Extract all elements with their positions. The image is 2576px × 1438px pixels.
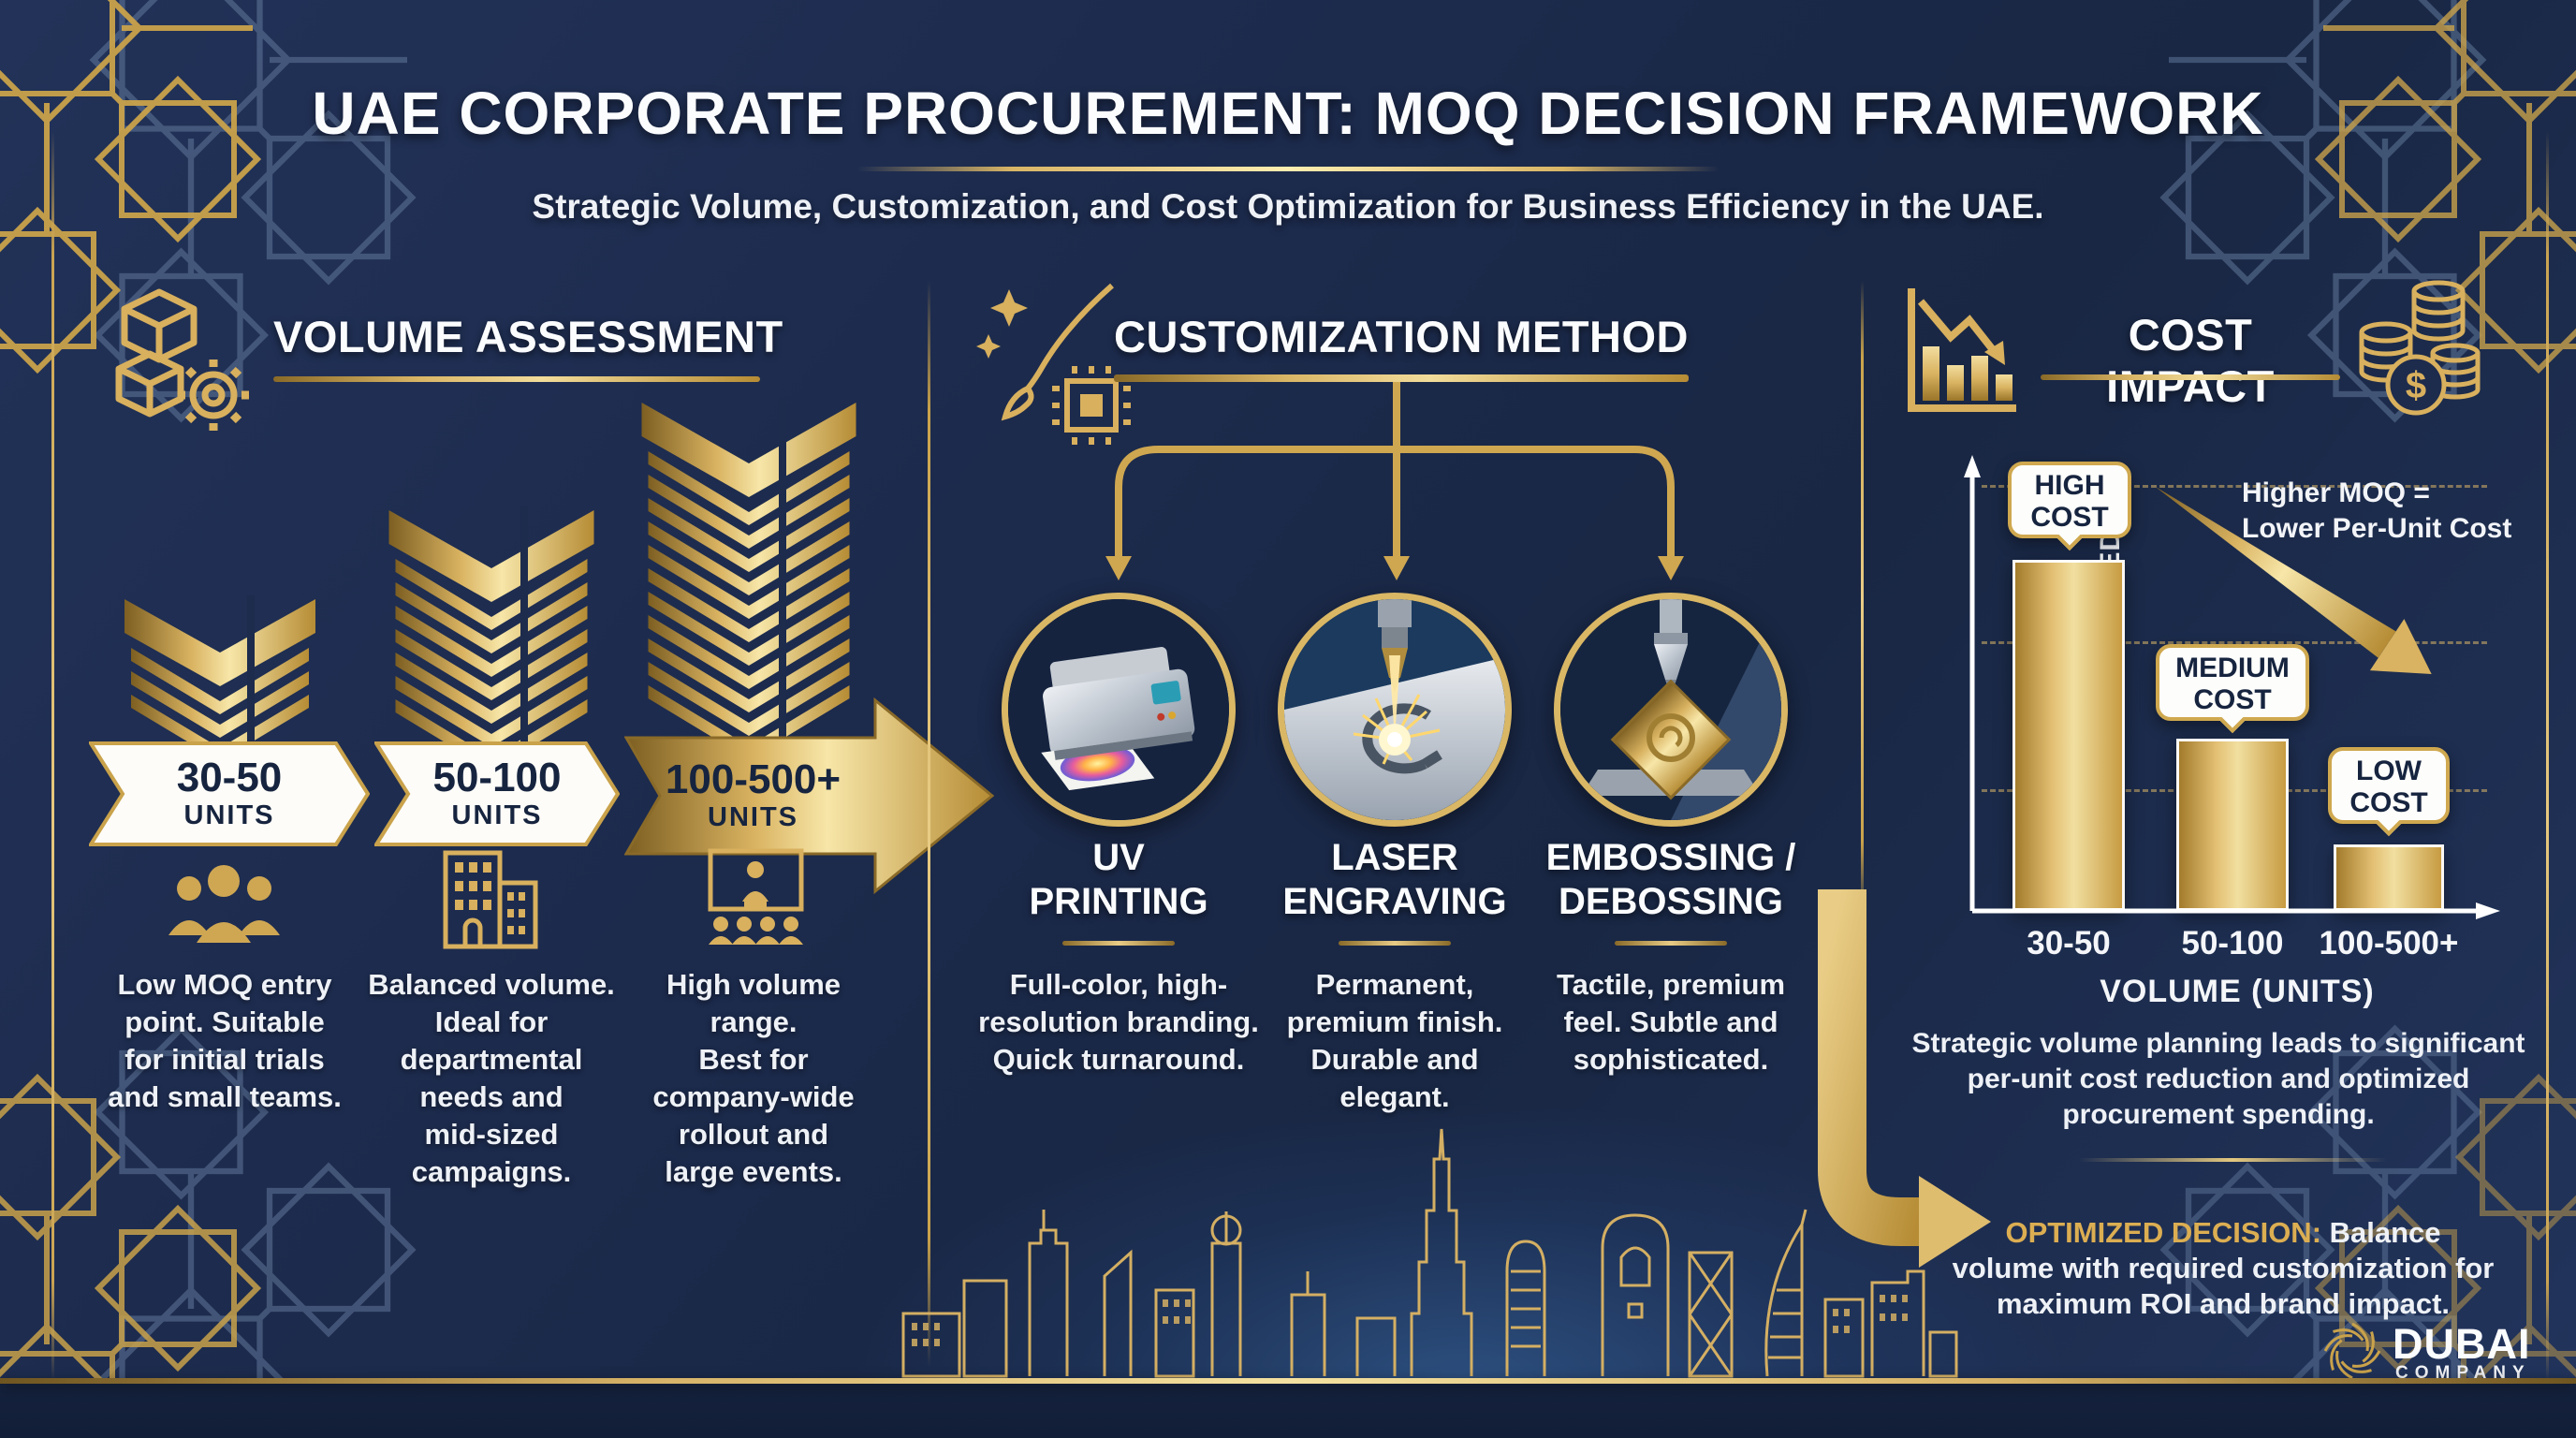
method-desc-uv: Full-color, high- resolution branding. Q… <box>978 968 1259 1076</box>
gridline-2 <box>1982 641 2487 644</box>
cost-chart: Higher MOQ = Lower Per-Unit Cost HIGH CO… <box>1961 448 2515 1065</box>
tier-range: 30-50 <box>176 755 283 801</box>
decision-label: OPTIMIZED DECISION: <box>2005 1216 2322 1249</box>
page-title: UAE CORPORATE PROCUREMENT: MOQ DECISION … <box>312 80 2264 147</box>
method-name-laser: LASER ENGRAVING <box>1282 837 1507 922</box>
low-cost-callout: LOW COST <box>2328 747 2450 837</box>
tier-range: 50-100 <box>432 755 562 801</box>
bar-30-50 <box>2012 560 2125 911</box>
footer-strip <box>0 1384 2576 1438</box>
tier-banner-30-50: 30-50 UNITS <box>87 741 371 846</box>
volume-underline <box>273 376 760 382</box>
decision-divider <box>2078 1158 2387 1162</box>
tier-banner-50-100: 50-100 UNITS <box>373 741 621 846</box>
embossing-press-icon <box>1560 599 1781 820</box>
tier-units: UNITS <box>708 801 798 832</box>
chart-annotation: Higher MOQ = Lower Per-Unit Cost <box>2242 477 2512 544</box>
customization-underline <box>1114 374 1689 382</box>
office-building-icon <box>443 850 538 949</box>
tier-units: UNITS <box>451 800 543 830</box>
volume-section-title: VOLUME ASSESSMENT <box>273 312 783 361</box>
method-desc-laser: Permanent, premium finish. Durable and e… <box>1286 968 1503 1113</box>
company-logo-swirl-icon <box>2323 1322 2381 1380</box>
method-name-embossing: EMBOSSING / DEBOSSING <box>1545 837 1796 922</box>
column-divider-1 <box>928 281 930 1367</box>
uv-printer-icon <box>1008 599 1229 820</box>
brand-name: DUBAI <box>2393 1320 2531 1368</box>
optimized-decision: OPTIMIZED DECISION: Balance volume with … <box>1891 1180 2555 1322</box>
tier-banner-100-500: 100-500+ UNITS <box>623 693 995 899</box>
frame-line-right <box>2546 131 2549 1381</box>
cost-note: Strategic volume planning leads to signi… <box>1911 1028 2525 1130</box>
laser-icon <box>1284 599 1505 820</box>
branch-connector <box>1105 382 1684 580</box>
method-name-uv: UV PRINTING <box>1029 837 1208 922</box>
gridline-1 <box>1982 485 2487 488</box>
tier-units: UNITS <box>183 800 275 830</box>
unit-stacks-graphic <box>124 399 856 744</box>
gold-baseline <box>0 1378 2576 1384</box>
cost-section-title: COST IMPACT <box>2106 310 2275 411</box>
chart-axes <box>1964 455 2500 919</box>
banner-arrow-shape <box>623 697 995 895</box>
column-divider-2 <box>1861 281 1864 917</box>
tick-50-100: 50-100 <box>2181 925 2284 961</box>
team-people-icon <box>168 865 280 943</box>
method-divider-2 <box>1339 941 1451 946</box>
embossing-image <box>1554 593 1788 827</box>
customization-section-title: CUSTOMIZATION METHOD <box>1114 312 1690 361</box>
method-divider-1 <box>1062 941 1175 946</box>
brand-subname: COMPANY <box>2395 1363 2531 1383</box>
dubai-skyline-graphic <box>901 1128 1958 1378</box>
page-subtitle: Strategic Volume, Customization, and Cos… <box>532 187 2044 226</box>
tier-desc-3: High volume range. Best for company-wide… <box>652 968 855 1188</box>
dollar-sign-glyph: $ <box>2406 365 2426 406</box>
declining-chart-icon <box>1908 288 2016 412</box>
tick-100-500: 100-500+ <box>2319 925 2459 961</box>
decision-text: Balance volume with required customizati… <box>1952 1216 2495 1320</box>
paintbrush-chip-icon <box>976 283 1131 445</box>
tier-range: 100-500+ <box>665 756 842 803</box>
curved-down-right-arrow-icon <box>1818 889 1991 1268</box>
presentation-audience-icon <box>708 848 804 945</box>
cost-underline <box>2041 374 2340 380</box>
frame-line-left <box>51 131 54 1381</box>
bar-100-500 <box>2334 844 2444 911</box>
tick-30-50: 30-50 <box>2027 925 2111 961</box>
tier-desc-2: Balanced volume. Ideal for departmental … <box>368 968 615 1188</box>
boxes-gear-icon <box>115 288 249 431</box>
method-divider-3 <box>1615 941 1727 946</box>
method-desc-embossing: Tactile, premium feel. Subtle and sophis… <box>1556 968 1786 1076</box>
tier-desc-1: Low MOQ entry point. Suitable for initia… <box>108 968 342 1113</box>
medium-cost-callout: MEDIUM COST <box>2156 644 2309 734</box>
title-divider <box>857 167 1719 171</box>
laser-engraving-image <box>1278 593 1512 827</box>
banner-shape <box>373 741 621 846</box>
banner-shape <box>87 741 371 846</box>
high-cost-callout: HIGH COST <box>2008 462 2131 551</box>
coins-stack-icon: $ <box>2359 280 2481 416</box>
chart-x-axis-label: VOLUME (UNITS) <box>2100 974 2375 1009</box>
uv-printing-image <box>1002 593 1236 827</box>
bar-50-100 <box>2176 739 2289 911</box>
